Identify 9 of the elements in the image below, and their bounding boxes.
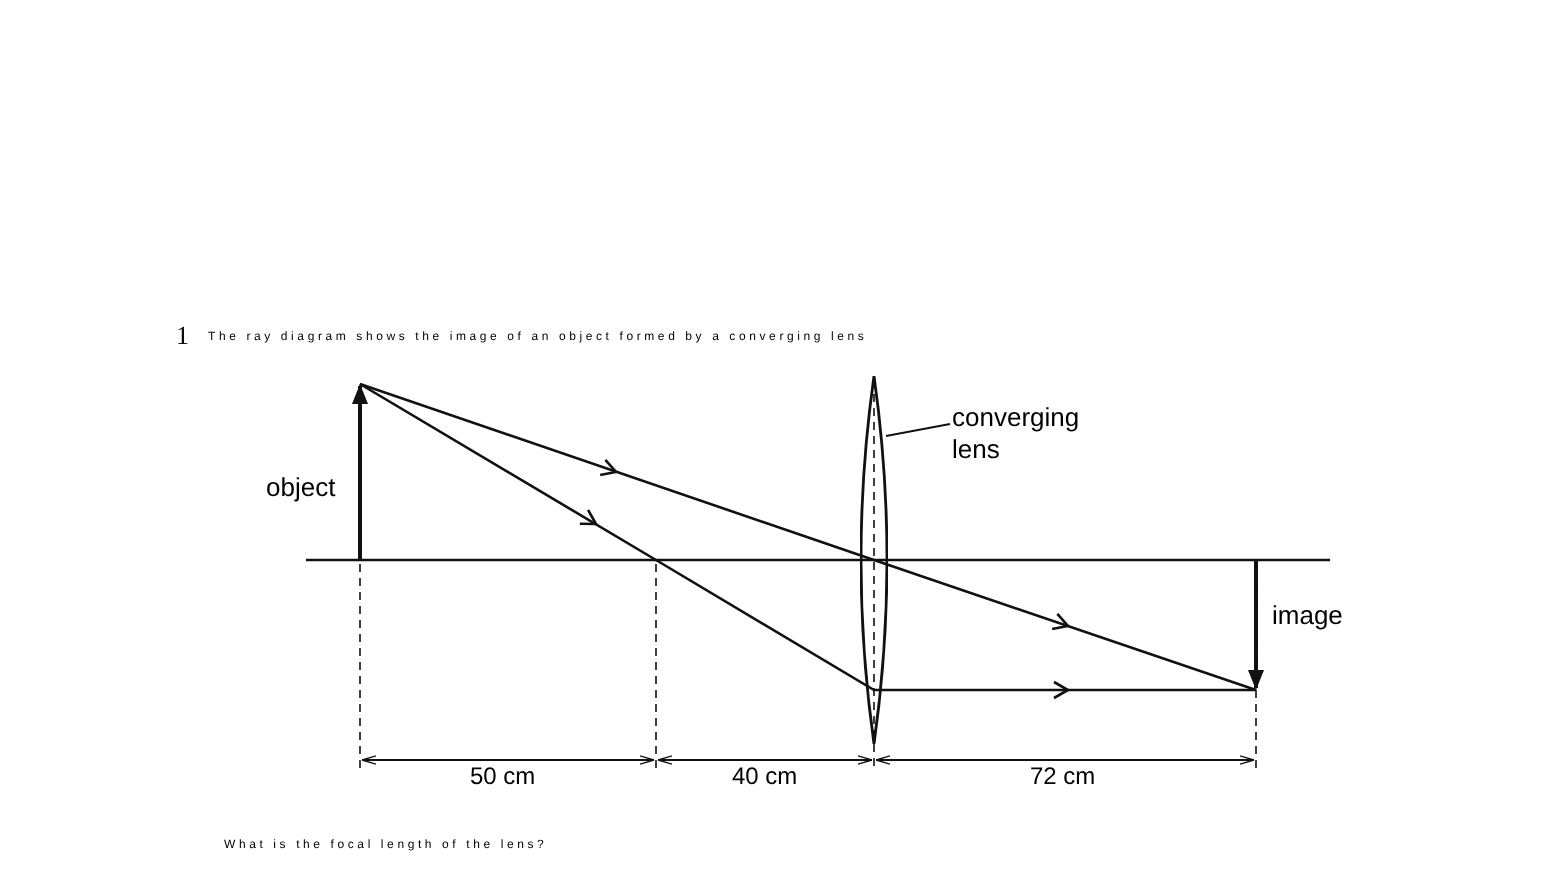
dimension-label: 40 cm: [732, 760, 798, 794]
dimension-label: 72 cm: [1030, 760, 1096, 794]
object-label: object: [266, 470, 336, 506]
lens-label: converging lens: [952, 402, 1082, 466]
image-label: image: [1272, 598, 1343, 634]
lens-shape: [860, 376, 888, 744]
dimension-label: 50 cm: [470, 760, 536, 794]
question-number: 1: [176, 322, 189, 348]
leader-line: [885, 423, 951, 437]
